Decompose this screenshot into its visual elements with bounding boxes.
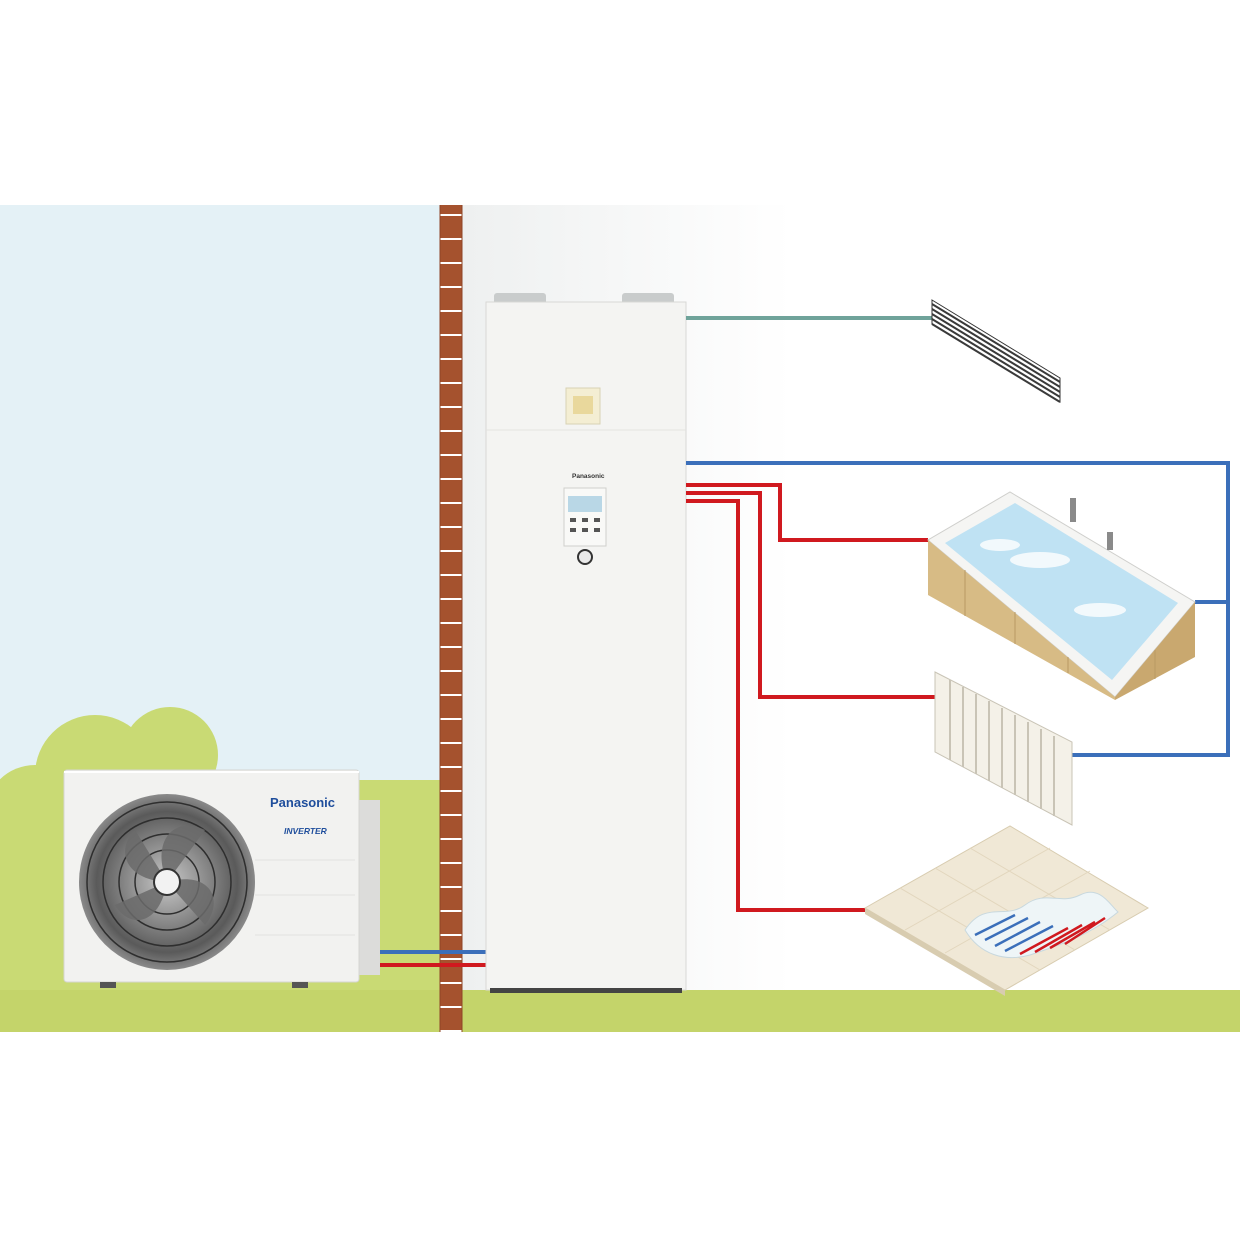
underfloor-heating-icon <box>863 825 1149 996</box>
outdoor-brand-logo: Panasonic <box>270 795 335 810</box>
indoor-brand-logo: Panasonic <box>572 473 605 480</box>
indoor-tank-unit-icon: Panasonic <box>485 293 687 993</box>
outdoor-ground <box>0 990 440 1032</box>
radiator-icon <box>934 671 1073 826</box>
outdoor-connection-pipes <box>360 950 486 967</box>
pressure-gauge <box>577 549 593 565</box>
brick-wall-icon <box>439 205 463 1032</box>
outdoor-heat-pump-icon: Panasonic INVERTER <box>63 769 380 988</box>
return-flow-pipes <box>686 461 1230 757</box>
ventilation-grille-icon <box>931 299 1061 403</box>
supply-flow-pipes <box>686 483 935 912</box>
outdoor-inverter-badge: INVERTER <box>284 826 328 836</box>
indoor-floor <box>462 990 1240 1032</box>
bathtub-icon <box>927 491 1196 700</box>
control-screen <box>568 496 602 512</box>
